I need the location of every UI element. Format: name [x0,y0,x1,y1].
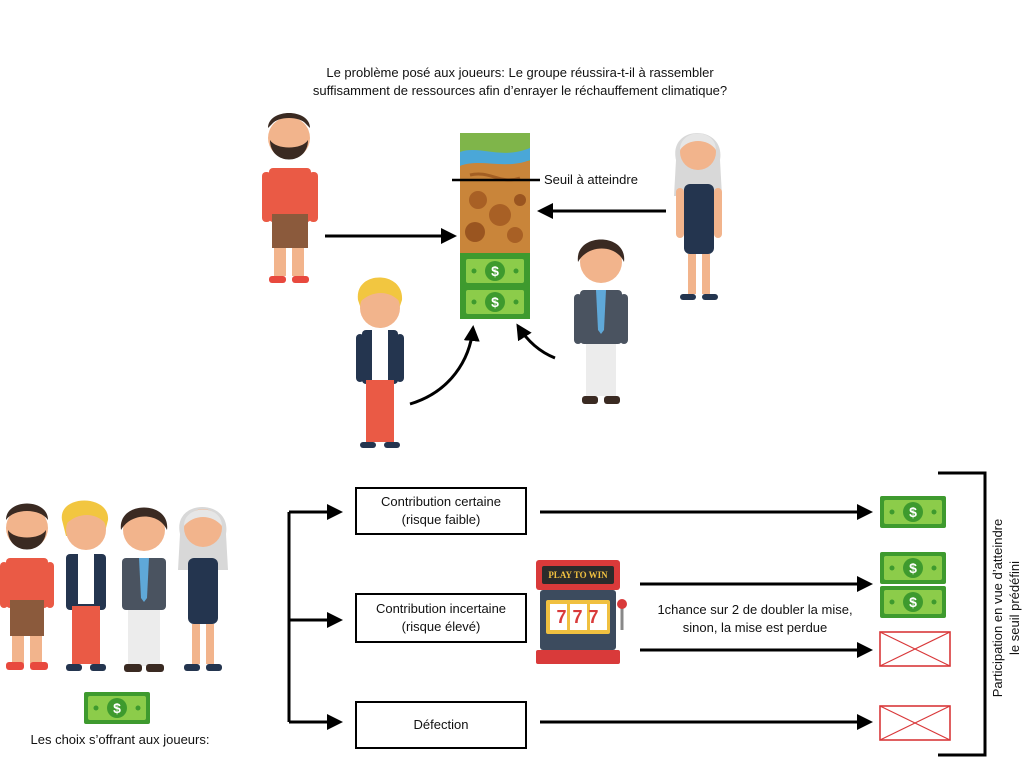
slot-machine-icon [536,560,627,664]
dollar-symbol: $ [491,263,499,279]
problem-statement: Le problème posé aux joueurs: Le groupe … [270,64,770,100]
lost-stake-icon [879,631,951,667]
slot-outcome-line-1: 1chance sur 2 de doubler la mise, [657,602,853,617]
side-caption-line-1: Participation en vue d’atteindre [990,518,1005,698]
person-grey-haired-woman [674,133,722,300]
dollar-symbol: $ [909,594,917,610]
slot-sign: PLAY TO WIN [548,570,608,580]
arrow-youngman-to-resources [516,323,556,360]
problem-line-1: Le problème posé aux joueurs: Le groupe … [326,65,714,80]
dollar-symbol: $ [113,700,121,716]
option-uncertain-box: Contribution incertaine (risque élevé) [355,593,527,643]
slot-outcome-line-2: sinon, la mise est perdue [682,620,828,635]
slot-outcome-text: 1chance sur 2 de doubler la mise, sinon,… [640,601,870,637]
threshold-label: Seuil à atteindre [544,172,638,187]
resource-column [460,133,530,319]
option-defection-box: Défection [355,701,527,749]
option-uncertain-risk: (risque élevé) [401,619,481,634]
no-contribution-icon [879,705,951,741]
dollar-symbol: $ [909,560,917,576]
option-defection-title: Défection [413,717,469,732]
group-of-players [0,500,228,672]
problem-line-2: suffisamment de ressources afin d’enraye… [312,83,728,98]
slot-reels: 777 [556,606,605,627]
option-uncertain-title: Contribution incertaine [375,601,507,616]
choices-caption: Les choix s’offrant aux joueurs: [30,732,210,747]
right-bracket [938,471,987,757]
dollar-symbol: $ [491,294,499,310]
side-caption-text: Participation en vue d’atteindre le seui… [989,478,1023,738]
option-certain-risk: (risque faible) [401,512,481,527]
dollar-symbol: $ [909,504,917,520]
side-caption: Participation en vue d’atteindre le seui… [988,473,1024,743]
side-caption-line-2: le seuil prédéfini [1007,561,1022,655]
person-bearded-man [262,113,318,283]
person-blonde-woman [356,277,404,448]
option-certain-box: Contribution certaine (risque faible) [355,487,527,535]
option-certain-title: Contribution certaine [381,494,501,509]
arrow-blonde-to-resources [409,325,480,406]
person-young-man-tie [574,239,628,404]
